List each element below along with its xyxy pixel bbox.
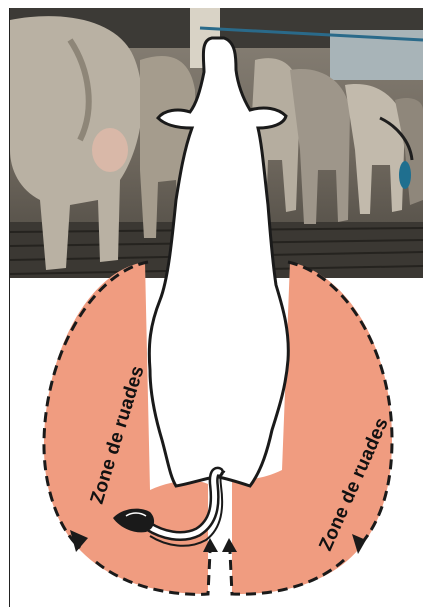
- kick-zone-diagram: Zone de ruades Zone de ruades: [0, 0, 423, 607]
